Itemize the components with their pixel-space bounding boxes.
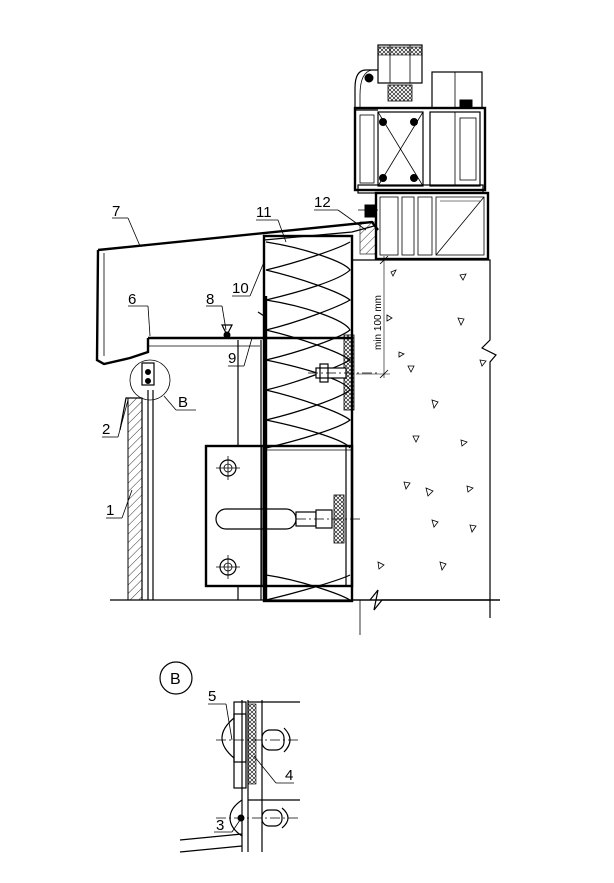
- detail-b-view: B 5 4 3: [159, 661, 300, 853]
- callout-11: 11: [256, 204, 272, 221]
- window-frame-profile: [353, 44, 490, 261]
- callout-leaders: [102, 209, 367, 519]
- callout-6: 6: [128, 291, 136, 308]
- detail-b-marker: [129, 359, 171, 401]
- facade-cladding: [110, 296, 500, 601]
- callout-8: 8: [206, 291, 214, 308]
- sill-flashing: [95, 220, 379, 366]
- dimension-label: min 100 mm: [373, 295, 384, 350]
- callout-1: 1: [106, 502, 114, 519]
- detail-callout-4: 4: [285, 767, 293, 784]
- insulation-layer: [262, 234, 354, 603]
- dimension-min-100mm: min 100 mm: [356, 255, 390, 379]
- detail-b-title: B: [170, 671, 181, 688]
- detail-callout-5: 5: [208, 688, 216, 705]
- callout-12: 12: [314, 194, 331, 211]
- callout-b: B: [178, 394, 188, 411]
- callout-10: 10: [232, 280, 249, 297]
- detail-callout-3: 3: [216, 817, 224, 834]
- callout-7: 7: [112, 203, 120, 220]
- callout-9: 9: [228, 350, 236, 367]
- callout-2: 2: [102, 421, 110, 438]
- support-bracket: [204, 444, 360, 588]
- wall-anchor-bracket: [308, 334, 380, 411]
